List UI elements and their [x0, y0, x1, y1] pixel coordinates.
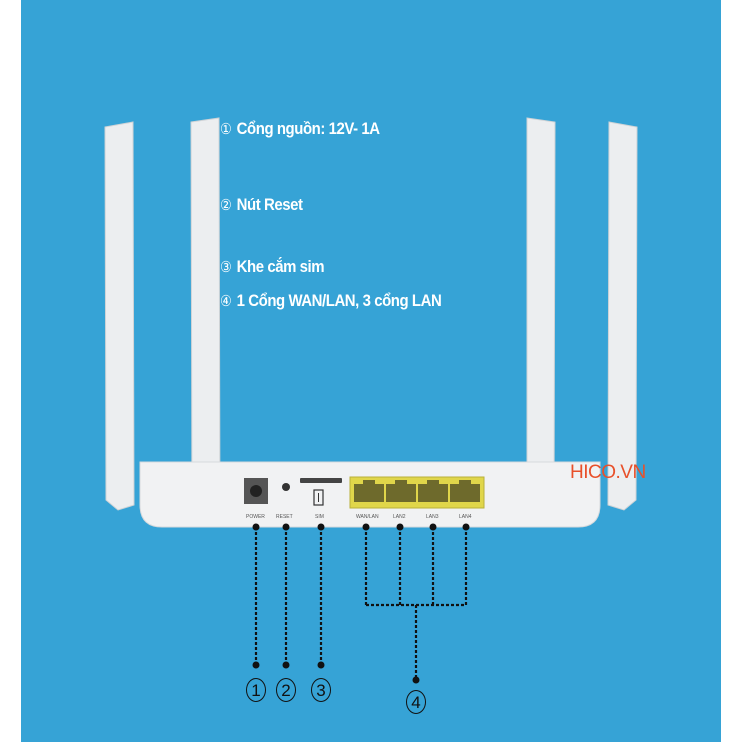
callout-dots	[252, 523, 470, 684]
blue-background	[21, 0, 721, 742]
antenna-right-outer	[607, 121, 638, 511]
sim-slot	[300, 478, 342, 483]
antenna-left-outer	[104, 121, 135, 511]
port-label-lan4: LAN4	[459, 514, 472, 520]
feature-number: ②	[220, 197, 232, 214]
port-label-power: POWER	[246, 514, 265, 520]
port-label-sim: SIM	[315, 514, 324, 520]
reset-button	[282, 483, 290, 491]
callout-1: 1	[246, 678, 266, 702]
feature-number: ④	[220, 293, 232, 310]
feature-text: Khe cắm sim	[236, 257, 325, 276]
lan-ports	[354, 480, 480, 502]
callout-2: 2	[276, 678, 296, 702]
callout-4: 4	[406, 690, 426, 714]
feature-text: 1 Cổng WAN/LAN, 3 cổng LAN	[236, 291, 442, 310]
callout-lines	[254, 527, 468, 680]
feature-number: ③	[220, 259, 232, 276]
feature-text: Nút Reset	[236, 195, 303, 214]
port-label-lan2: LAN2	[393, 514, 406, 520]
port-label-wanlan: WAN/LAN	[356, 514, 379, 520]
hico-logo: HICO.VN	[570, 462, 646, 483]
port-label-lan3: LAN3	[426, 514, 439, 520]
sim-icon	[313, 489, 324, 506]
callout-3: 3	[311, 678, 331, 702]
port-label-reset: RESET	[276, 514, 293, 520]
feature-number: ①	[220, 121, 232, 138]
feature-text: Cổng nguồn: 12V- 1A	[236, 119, 380, 138]
